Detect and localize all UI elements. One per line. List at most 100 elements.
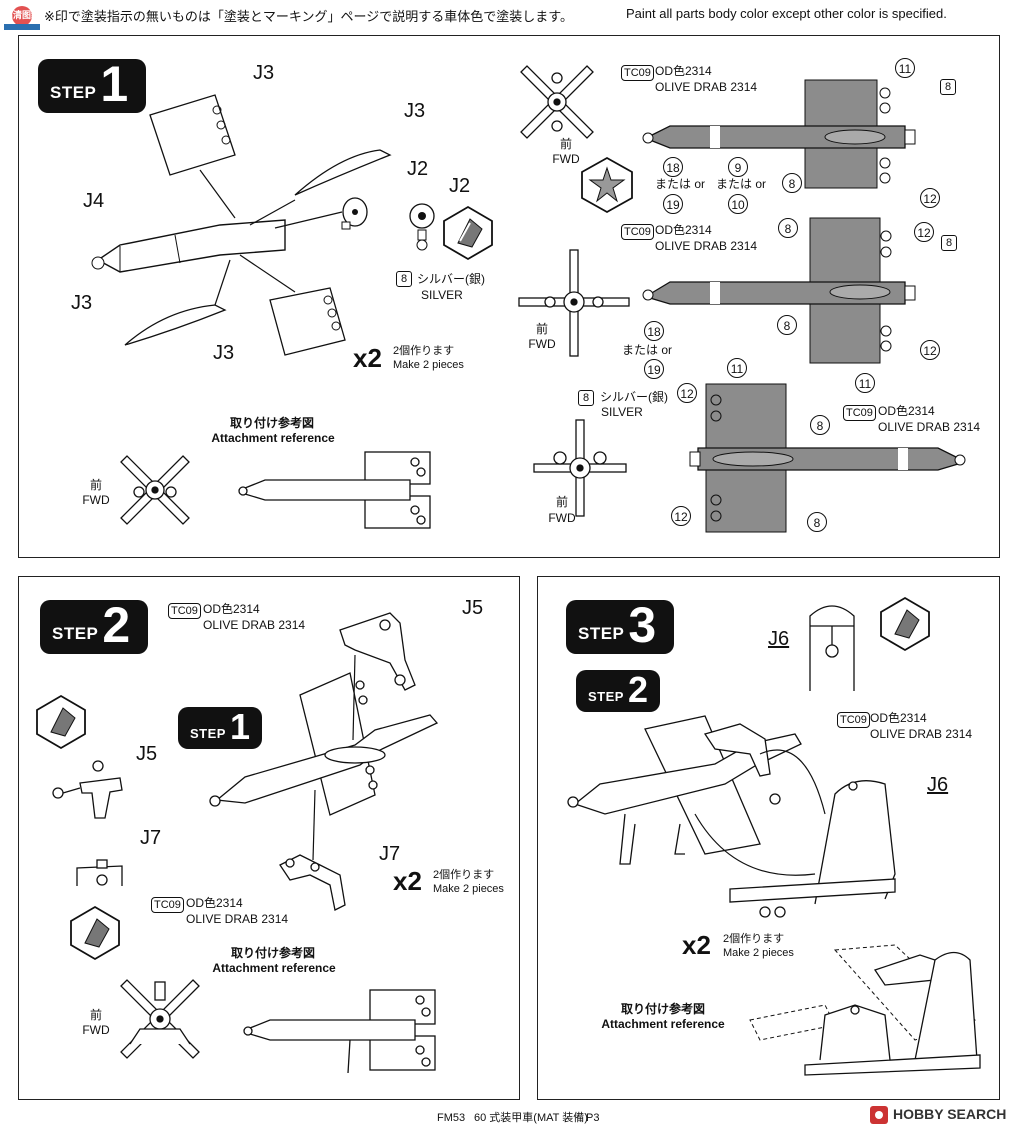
step3-label-j6-right: J6	[927, 774, 949, 796]
fin-panel-j3-top	[149, 94, 236, 176]
step1-label-j3-left: J3	[71, 292, 93, 314]
j7-detail-drawing	[76, 859, 123, 886]
step1-ref-jp: 取り付け参考図	[229, 416, 314, 430]
callout-12-c1: 12	[677, 383, 697, 403]
or-b: または or	[622, 343, 673, 357]
step1-x2: x2	[353, 343, 382, 373]
callout-18-a: 18	[663, 157, 683, 177]
step2-label-j7-left: J7	[140, 827, 162, 849]
or-a1: または or	[655, 177, 706, 191]
step1-fwd-en: FWD	[82, 493, 110, 507]
step1-silver-jp: シルバー(銀)	[417, 272, 485, 286]
callout-8-b2: 8	[777, 315, 797, 335]
footer-title: 60 式装甲車(MAT 装備)	[474, 1112, 588, 1124]
missile-top-view-c	[689, 383, 966, 533]
callout-9-a: 9	[728, 157, 748, 177]
or-a2: または or	[716, 177, 767, 191]
step1-make-jp: 2個作ります	[393, 345, 455, 357]
callout-8-c2: 8	[807, 512, 827, 532]
callout-8-sq-a: 8	[940, 79, 956, 95]
od-jp-b: OD色2314	[655, 223, 712, 237]
step3-ref-jp: 取り付け参考図	[620, 1002, 705, 1016]
callout-12-b2: 12	[920, 340, 940, 360]
step2-make-jp: 2個作ります	[433, 869, 495, 881]
step3-ref-en: Attachment reference	[601, 1017, 725, 1031]
step1-right-silver-en: SILVER	[601, 405, 643, 419]
step3-tc09: TC09	[837, 712, 870, 728]
od-jp-c: OD色2314	[878, 404, 935, 418]
j6-detail-drawing	[809, 605, 855, 691]
step3-inner-step2-badge: STEP 2	[576, 670, 660, 712]
step1-badge: STEP 1	[38, 59, 146, 113]
step3-ref-view	[749, 944, 981, 1076]
step2-od-jp-top: OD色2314	[203, 602, 260, 616]
step3-inner-word: STEP	[588, 689, 624, 704]
step3-panel	[537, 576, 1000, 1100]
watermark-text: 高清图纸	[4, 10, 41, 20]
step2-badge-num: 2	[102, 597, 131, 653]
tc09-tag-b: TC09	[621, 224, 654, 240]
callout-8-sq-b: 8	[941, 235, 957, 251]
step1-right-silver-jp: シルバー(銀)	[600, 390, 668, 404]
step2-make-en: Make 2 pieces	[433, 883, 504, 895]
step1-right-fwd-en-b: FWD	[528, 337, 556, 351]
callout-19-a: 19	[663, 194, 683, 214]
step3-inner-num: 2	[627, 669, 648, 710]
step3-od-jp: OD色2314	[870, 711, 927, 725]
step1-right-front-view-a	[520, 65, 594, 139]
hobby-search-logo-icon	[870, 1106, 888, 1124]
step3-od-en: OLIVE DRAB 2314	[870, 727, 973, 741]
sprue-cut-hex-icon	[443, 205, 493, 261]
step2-assembly-diagram	[209, 612, 439, 911]
callout-8-b1: 8	[778, 218, 798, 238]
step3-make-en: Make 2 pieces	[723, 947, 794, 959]
step2-x2: x2	[393, 866, 422, 896]
step2-badge-word: STEP	[52, 624, 99, 643]
header-en-note: Paint all parts body color except other …	[626, 6, 947, 21]
step3-x2: x2	[682, 930, 711, 960]
step3-hex-icon	[880, 596, 930, 652]
step1-ref-side-view	[238, 451, 431, 529]
step2-badge: STEP 2	[40, 600, 148, 654]
callout-8-a: 8	[782, 173, 802, 193]
step2-od-jp-bottom: OD色2314	[186, 896, 243, 910]
step1-fwd-jp: 前	[89, 478, 102, 492]
step1-right-fwd-jp-a: 前	[559, 137, 572, 151]
step1-exploded-diagram	[91, 94, 392, 356]
step2-inner-step1-badge: STEP 1	[178, 707, 262, 749]
step1-make-en: Make 2 pieces	[393, 359, 464, 371]
step2-fwd-en: FWD	[82, 1023, 110, 1037]
callout-10-a: 10	[728, 194, 748, 214]
step2-od-en-top: OLIVE DRAB 2314	[203, 618, 306, 632]
step2-ref-en: Attachment reference	[212, 961, 336, 975]
step2-inner-word: STEP	[190, 726, 226, 741]
step1-right-fwd-jp-b: 前	[535, 322, 548, 336]
od-en-a: OLIVE DRAB 2314	[655, 80, 758, 94]
step3-label-j6-top: J6	[768, 628, 790, 650]
j5-detail-drawing	[52, 760, 123, 819]
callout-8-c1: 8	[810, 415, 830, 435]
tc09-tag-c: TC09	[843, 405, 876, 421]
callout-18-b: 18	[644, 321, 664, 341]
step1-right-fwd-jp-c: 前	[555, 495, 568, 509]
step1-right-fwd-en-c: FWD	[548, 511, 576, 525]
step1-right-front-view-b	[518, 249, 630, 357]
step3-badge-num: 3	[628, 597, 657, 653]
od-en-c: OLIVE DRAB 2314	[878, 420, 981, 434]
step2-label-j5-left: J5	[136, 743, 158, 765]
step1-right-front-view-c	[533, 419, 627, 517]
od-en-b: OLIVE DRAB 2314	[655, 239, 758, 253]
j7-hex-icon	[70, 905, 120, 961]
step2-od-en-bottom: OLIVE DRAB 2314	[186, 912, 289, 926]
hobby-search-logo-text: HOBBY SEARCH	[893, 1106, 1007, 1122]
step2-panel	[18, 576, 520, 1100]
footer-page: P3	[586, 1112, 600, 1124]
missile-top-view-a	[642, 79, 916, 189]
step2-label-j7-right: J7	[379, 843, 401, 865]
callout-11-b: 11	[855, 373, 875, 393]
step1-ref-en: Attachment reference	[211, 431, 335, 445]
step1-label-j2: J2	[407, 158, 429, 180]
tc09-tag-a: TC09	[621, 65, 654, 81]
step1-label-j3-top: J3	[253, 62, 275, 84]
j2-detail-drawing	[409, 203, 435, 251]
